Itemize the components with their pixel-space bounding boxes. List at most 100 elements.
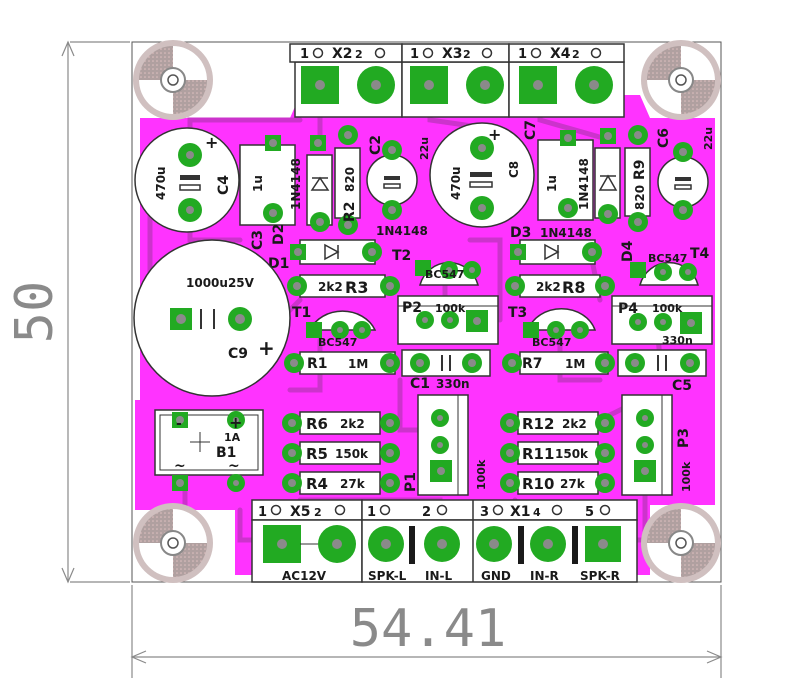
- connector-x4: 1 X4 2: [508, 43, 625, 118]
- c6-ref: C6: [656, 128, 672, 148]
- c8-ref: C8: [507, 161, 521, 178]
- r3-value: 2k2: [318, 280, 343, 294]
- diode-d4: 1N4148 D4: [577, 128, 636, 262]
- resistor-r1: R1 1M: [284, 351, 400, 375]
- b1-value: 1A: [224, 431, 241, 444]
- c9-ref: C9: [228, 346, 248, 362]
- mounting-hole-bottom-right: [641, 503, 721, 583]
- resistor-r3: 2k2 R3: [287, 274, 400, 298]
- resistor-r4: R4 27k: [282, 471, 400, 495]
- capacitor-c3: 1u C3: [239, 135, 296, 250]
- c6-value: 22u: [702, 127, 715, 150]
- x4-label: X4: [550, 46, 571, 62]
- r6-value: 2k2: [340, 417, 365, 431]
- p4-value: 100k: [652, 302, 683, 315]
- t3-value: BC547: [532, 336, 571, 349]
- p2-value: 100k: [435, 302, 466, 315]
- x3-pin2-label: 2: [463, 48, 471, 61]
- x4-pin1-label: 1: [518, 47, 527, 62]
- t3-ref: T3: [508, 305, 527, 321]
- r9-ref: R9: [632, 159, 648, 180]
- c3-ref: C3: [250, 230, 266, 250]
- resistor-r5: R5 150k: [282, 441, 400, 465]
- potentiometer-p1: P1 100k: [403, 394, 488, 496]
- r7-value: 1M: [565, 357, 585, 371]
- p3-value: 100k: [680, 461, 693, 492]
- r2-value: 820: [343, 167, 357, 192]
- x1-in-l-label: IN-L: [425, 569, 452, 583]
- r5-value: 150k: [335, 447, 369, 461]
- x1-label: X1: [510, 504, 531, 520]
- p4-ref: P4: [618, 301, 638, 317]
- connector-x5: 1 X5 2 AC12V: [251, 499, 363, 583]
- capacitor-c8: + 470u C8: [429, 122, 535, 228]
- r12-value: 2k2: [562, 417, 587, 431]
- c5-value: 330n: [662, 334, 693, 347]
- x3-pin1-label: 1: [410, 47, 419, 62]
- resistor-r6: R6 2k2: [282, 411, 400, 435]
- t2-value: BC547: [425, 268, 464, 281]
- x1-pin5-label: 5: [585, 505, 594, 520]
- resistor-r8: 2k2 R8: [505, 274, 615, 298]
- d2-ref: D2: [271, 224, 287, 245]
- potentiometer-p3: P3 100k: [621, 394, 693, 496]
- x2-pin1-label: 1: [300, 47, 309, 62]
- c1-ref: C1: [410, 376, 430, 392]
- c7-value: 1u: [545, 175, 559, 192]
- connector-x3: 1 X3 2: [401, 43, 510, 118]
- x1-pin3-label: 3: [480, 505, 489, 520]
- c4-plus-sign: +: [205, 133, 218, 152]
- t1-value: BC547: [318, 336, 357, 349]
- transistor-t3: T3 BC547: [508, 305, 597, 349]
- r8-value: 2k2: [536, 280, 561, 294]
- r7-ref: R7: [522, 356, 543, 372]
- capacitor-c6: C6 22u: [656, 127, 715, 220]
- x4-pin2-label: 2: [572, 48, 580, 61]
- d4-ref: D4: [620, 240, 636, 262]
- d1-value: 1N4148: [376, 224, 428, 238]
- c8-value: 470u: [449, 166, 463, 200]
- c4-ref: C4: [216, 175, 232, 195]
- x1-gnd-label: GND: [481, 569, 511, 583]
- b1-minus-sign: -: [176, 416, 182, 432]
- r2-ref: R2: [342, 201, 358, 222]
- capacitor-c4: + 470u C4: [134, 127, 240, 233]
- r1-value: 1M: [348, 357, 368, 371]
- c8-plus-sign: +: [488, 125, 501, 144]
- capacitor-c1: C1 330n: [401, 349, 491, 392]
- c2-ref: C2: [368, 135, 384, 155]
- d1-ref: D1: [268, 256, 289, 272]
- transistor-t1: T1 BC547: [292, 305, 377, 349]
- resistor-r2: 820 R2: [334, 125, 361, 235]
- x1-pin4-label: 4: [533, 506, 541, 519]
- x1-spk-l-label: SPK-L: [368, 569, 407, 583]
- p3-ref: P3: [676, 428, 692, 448]
- capacitor-c5: C5 330n: [617, 334, 707, 394]
- c7-ref: C7: [523, 120, 539, 140]
- resistor-r9: 820 R9: [624, 125, 651, 232]
- transistor-t4: T4 BC547: [630, 246, 710, 286]
- r10-ref: R10: [522, 475, 554, 493]
- bridge-rectifier-b1: - + 1A B1 ~ ~: [154, 409, 264, 492]
- resistor-r12: R12 2k2: [500, 411, 615, 435]
- t4-value: BC547: [648, 252, 687, 265]
- b1-plus-sign: +: [229, 413, 242, 432]
- x5-pin2-label: 2: [314, 506, 322, 519]
- r11-value: 150k: [555, 447, 589, 461]
- c4-value: 470u: [154, 166, 168, 200]
- r3-ref: R3: [345, 278, 368, 297]
- x1-pin2-label: 2: [422, 505, 431, 520]
- r11-ref: R11: [522, 445, 554, 463]
- capacitor-c9: 1000u25V C9 +: [133, 239, 291, 397]
- x2-label: X2: [332, 46, 353, 62]
- x5-ac12v-label: AC12V: [282, 569, 327, 583]
- capacitor-c2: C2 22u: [366, 135, 431, 220]
- c9-value: 1000u25V: [186, 276, 255, 290]
- t2-ref: T2: [392, 248, 411, 264]
- t4-ref: T4: [690, 246, 710, 262]
- r4-ref: R4: [306, 475, 328, 493]
- dimension-lines: [61, 40, 723, 678]
- p1-value: 100k: [475, 459, 488, 490]
- diode-d1: 1N4148 D1: [268, 224, 428, 272]
- mounting-hole-bottom-left: [133, 503, 213, 583]
